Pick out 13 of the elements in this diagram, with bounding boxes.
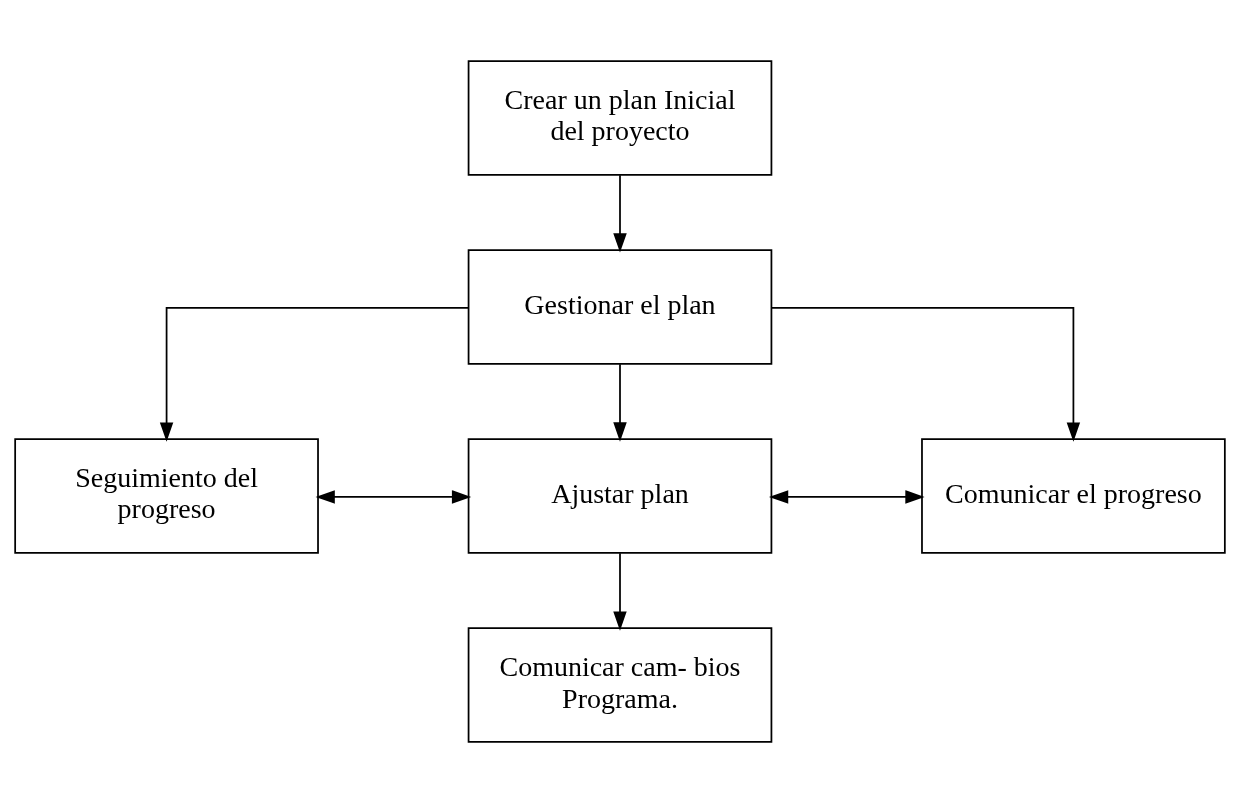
node-box: Crear un plan Inicial del proyecto <box>467 59 773 176</box>
node-box: Comunicar cam- bios Programa. <box>467 626 773 743</box>
arrow <box>770 306 1081 442</box>
arrow <box>613 551 627 631</box>
node-box: Comunicar el progreso <box>921 437 1226 554</box>
arrow <box>159 306 470 442</box>
node-box: Seguimiento del progreso <box>14 437 319 554</box>
node-box: Gestionar el plan <box>467 248 773 365</box>
arrow <box>315 489 472 504</box>
arrow <box>613 362 627 442</box>
node-box: Ajustar plan <box>467 437 773 554</box>
arrow <box>613 173 627 253</box>
arrow <box>768 489 925 504</box>
